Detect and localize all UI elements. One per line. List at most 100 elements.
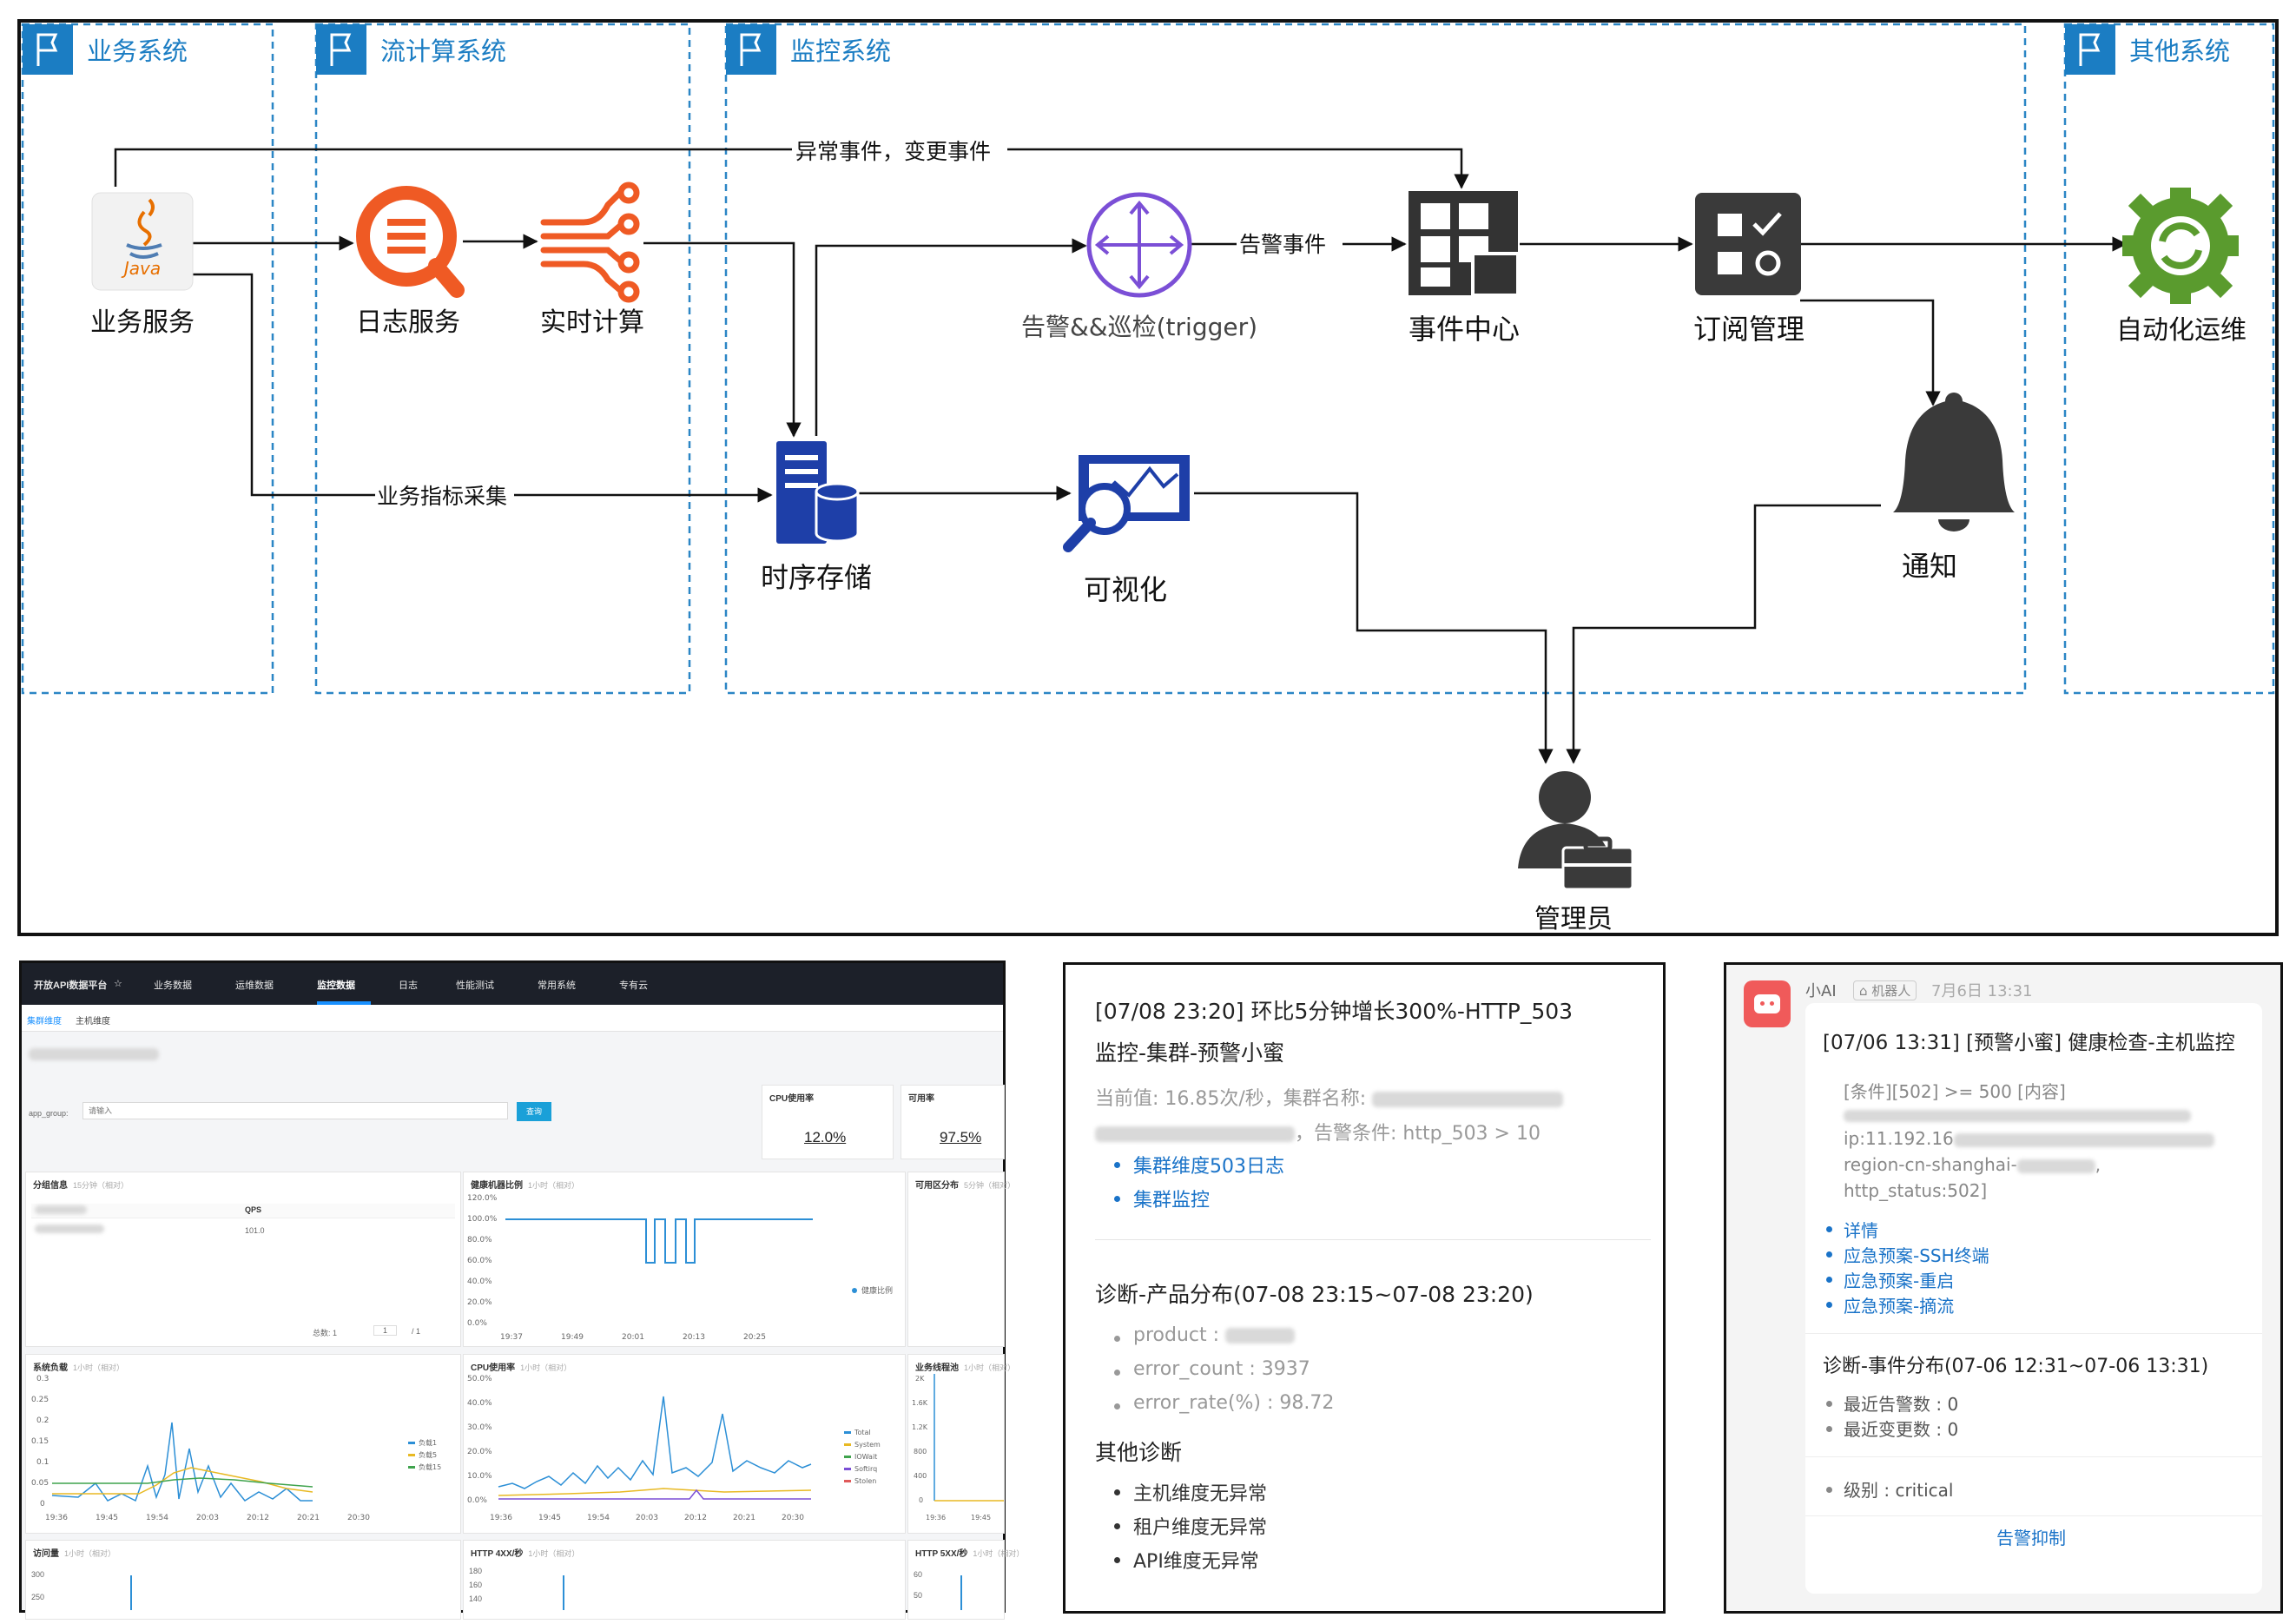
y-tick: 400 [914, 1472, 927, 1480]
legend-system: System [854, 1441, 881, 1449]
edge-label-abnormal: 异常事件，变更事件 [795, 139, 991, 164]
nav-item[interactable]: 业务数据 [154, 980, 192, 991]
qps-value: 101.0 [245, 1226, 265, 1235]
availability-kpi-value: 97.5% [940, 1129, 982, 1145]
nav-item[interactable]: 监控数据 [317, 980, 355, 991]
legend-stolen: Stolen [854, 1477, 876, 1485]
suppress-alert-button[interactable]: 告警抑制 [1996, 1528, 2066, 1548]
y-tick: 1.6K [912, 1399, 928, 1407]
edge-abnormal-events [114, 148, 1469, 189]
message-time: 7月6日 13:31 [1931, 982, 2033, 1000]
monitoring-dashboard: 开放API数据平台 ☆ 业务数据 运维数据 监控数据 日志 性能测试 常用系统 … [19, 961, 1024, 1620]
other-diag-item: 租户维度无异常 [1133, 1517, 1268, 1539]
x-tick: 19:37 [500, 1333, 523, 1342]
biz-threadpool-chart: 2K 1.6K 1.2K 800 400 0 19:36 19:45 [912, 1374, 1004, 1522]
node-event-center: 事件中心 [1409, 313, 1520, 346]
link-details[interactable]: 详情 [1844, 1220, 1878, 1241]
x-tick: 20:30 [782, 1514, 804, 1522]
cpu-usage-range: 1小时（相对） [520, 1363, 572, 1372]
y-tick: 40.0% [467, 1399, 492, 1408]
x-tick: 20:21 [297, 1514, 320, 1522]
cpu-usage-title: CPU使用率 [471, 1363, 516, 1373]
cluster-name-blurred [1372, 1092, 1564, 1107]
x-tick: 19:36 [926, 1514, 946, 1522]
health-ratio-line [505, 1218, 813, 1264]
cpu-usage-card: CPU使用率 1小时（相对） 50.0% 40.0% 30.0% 20.0% 10… [463, 1354, 906, 1534]
zone-title-stream: 流计算系统 [380, 36, 506, 66]
load1-line [51, 1422, 313, 1502]
node-subscription: 订阅管理 [1693, 313, 1804, 346]
tab-host[interactable]: 主机维度 [76, 1017, 110, 1027]
link-drain-traffic[interactable]: 应急预案-摘流 [1844, 1296, 1955, 1317]
y-tick: 0.1 [36, 1458, 49, 1467]
query-button[interactable]: 查询 [517, 1102, 551, 1121]
visits-range: 1小时（相对） [64, 1549, 116, 1558]
pager-of: / 1 [412, 1327, 421, 1336]
edge-label-alert-event: 告警事件 [1239, 232, 1326, 257]
alert-message-card: [07/08 23:20] 环比5分钟增长300%-HTTP_503 监控-集群… [1063, 962, 1666, 1614]
link-cluster-503-log[interactable]: 集群维度503日志 [1133, 1156, 1284, 1178]
nav-item[interactable]: 日志 [399, 980, 418, 991]
health-ratio-chart: 120.0% 100.0% 80.0% 60.0% 40.0% 20.0% 0.… [467, 1194, 893, 1342]
y-tick: 0.2 [36, 1416, 49, 1425]
cpu-kpi-value: 12.0% [804, 1129, 847, 1145]
diag-product-title: 诊断-产品分布(07-08 23:15~07-08 23:20) [1095, 1282, 1534, 1307]
realtime-icon [540, 182, 640, 303]
avail-zone-title: 可用区分布 [915, 1181, 959, 1191]
star-icon[interactable]: ☆ [114, 979, 122, 989]
nav-item[interactable]: 常用系统 [538, 980, 576, 991]
y-tick: 20.0% [467, 1448, 492, 1456]
y-tick: 60.0% [467, 1257, 492, 1265]
link-restart[interactable]: 应急预案-重启 [1844, 1271, 1955, 1291]
chat-diag-title: 诊断-事件分布(07-06 12:31~07-06 13:31) [1823, 1356, 2209, 1377]
visits-title: 访问量 [33, 1549, 59, 1559]
nav-item[interactable]: 性能测试 [456, 980, 494, 991]
diag-product-item: product : [1133, 1324, 1220, 1346]
x-tick: 19:54 [146, 1514, 168, 1522]
node-visual: 可视化 [1084, 573, 1167, 606]
admin-icon [1518, 771, 1634, 891]
legend-total: Total [854, 1429, 871, 1436]
filter-input[interactable] [82, 1102, 508, 1119]
x-tick: 20:13 [683, 1333, 705, 1342]
cpu-kpi-card: CPU使用率 12.0% [762, 1085, 894, 1159]
node-biz-service: 业务服务 [90, 307, 195, 338]
x-tick: 20:12 [684, 1514, 707, 1522]
node-tsdb: 时序存储 [761, 561, 872, 594]
system-load-chart: 0.3 0.25 0.2 0.15 0.1 0.05 0 19:36 19:45… [31, 1375, 441, 1522]
nav-item[interactable]: 运维数据 [235, 980, 274, 991]
node-auto-ops: 自动化运维 [2116, 315, 2247, 346]
tab-cluster[interactable]: 集群维度 [27, 1017, 62, 1027]
y-tick: 80.0% [467, 1236, 492, 1244]
x-tick: 20:03 [196, 1514, 219, 1522]
x-tick: 20:30 [347, 1514, 370, 1522]
y-tick: 0.15 [31, 1437, 49, 1446]
cpu-usage-chart: 50.0% 40.0% 30.0% 20.0% 10.0% 0.0% 19:36… [467, 1375, 881, 1522]
y-tick: 250 [31, 1593, 45, 1601]
legend-softirq: Softirq [854, 1465, 877, 1473]
nav-item[interactable]: 专有云 [619, 980, 648, 991]
group-row-blurred [35, 1225, 104, 1233]
x-tick: 20:12 [247, 1514, 269, 1522]
zone-other [2063, 23, 2275, 695]
http4xx-title: HTTP 4XX/秒 [471, 1549, 524, 1559]
link-ssh-terminal[interactable]: 应急预案-SSH终端 [1844, 1245, 1989, 1266]
qps-col-header: QPS [245, 1205, 262, 1214]
node-log-service: 日志服务 [356, 307, 460, 338]
ip-blurred [1953, 1132, 2214, 1147]
message-bubble: [07/06 13:31] [预警小蜜] 健康检查-主机监控 [条件][502]… [1805, 1003, 2262, 1594]
pager-page[interactable]: 1 [373, 1325, 398, 1336]
sender-name: 小AI [1805, 982, 1837, 1000]
y-tick: 180 [469, 1567, 483, 1575]
divider [1805, 1515, 2262, 1516]
chat-http-status: http_status:502] [1844, 1180, 1988, 1201]
recent-alerts: 最近告警数 : 0 [1844, 1394, 1959, 1415]
link-cluster-monitor[interactable]: 集群监控 [1133, 1190, 1211, 1211]
divider [1805, 1333, 2262, 1334]
http5xx-title: HTTP 5XX/秒 [915, 1549, 968, 1559]
bell-icon [1893, 393, 2015, 531]
cluster-name-blurred [29, 1046, 159, 1062]
